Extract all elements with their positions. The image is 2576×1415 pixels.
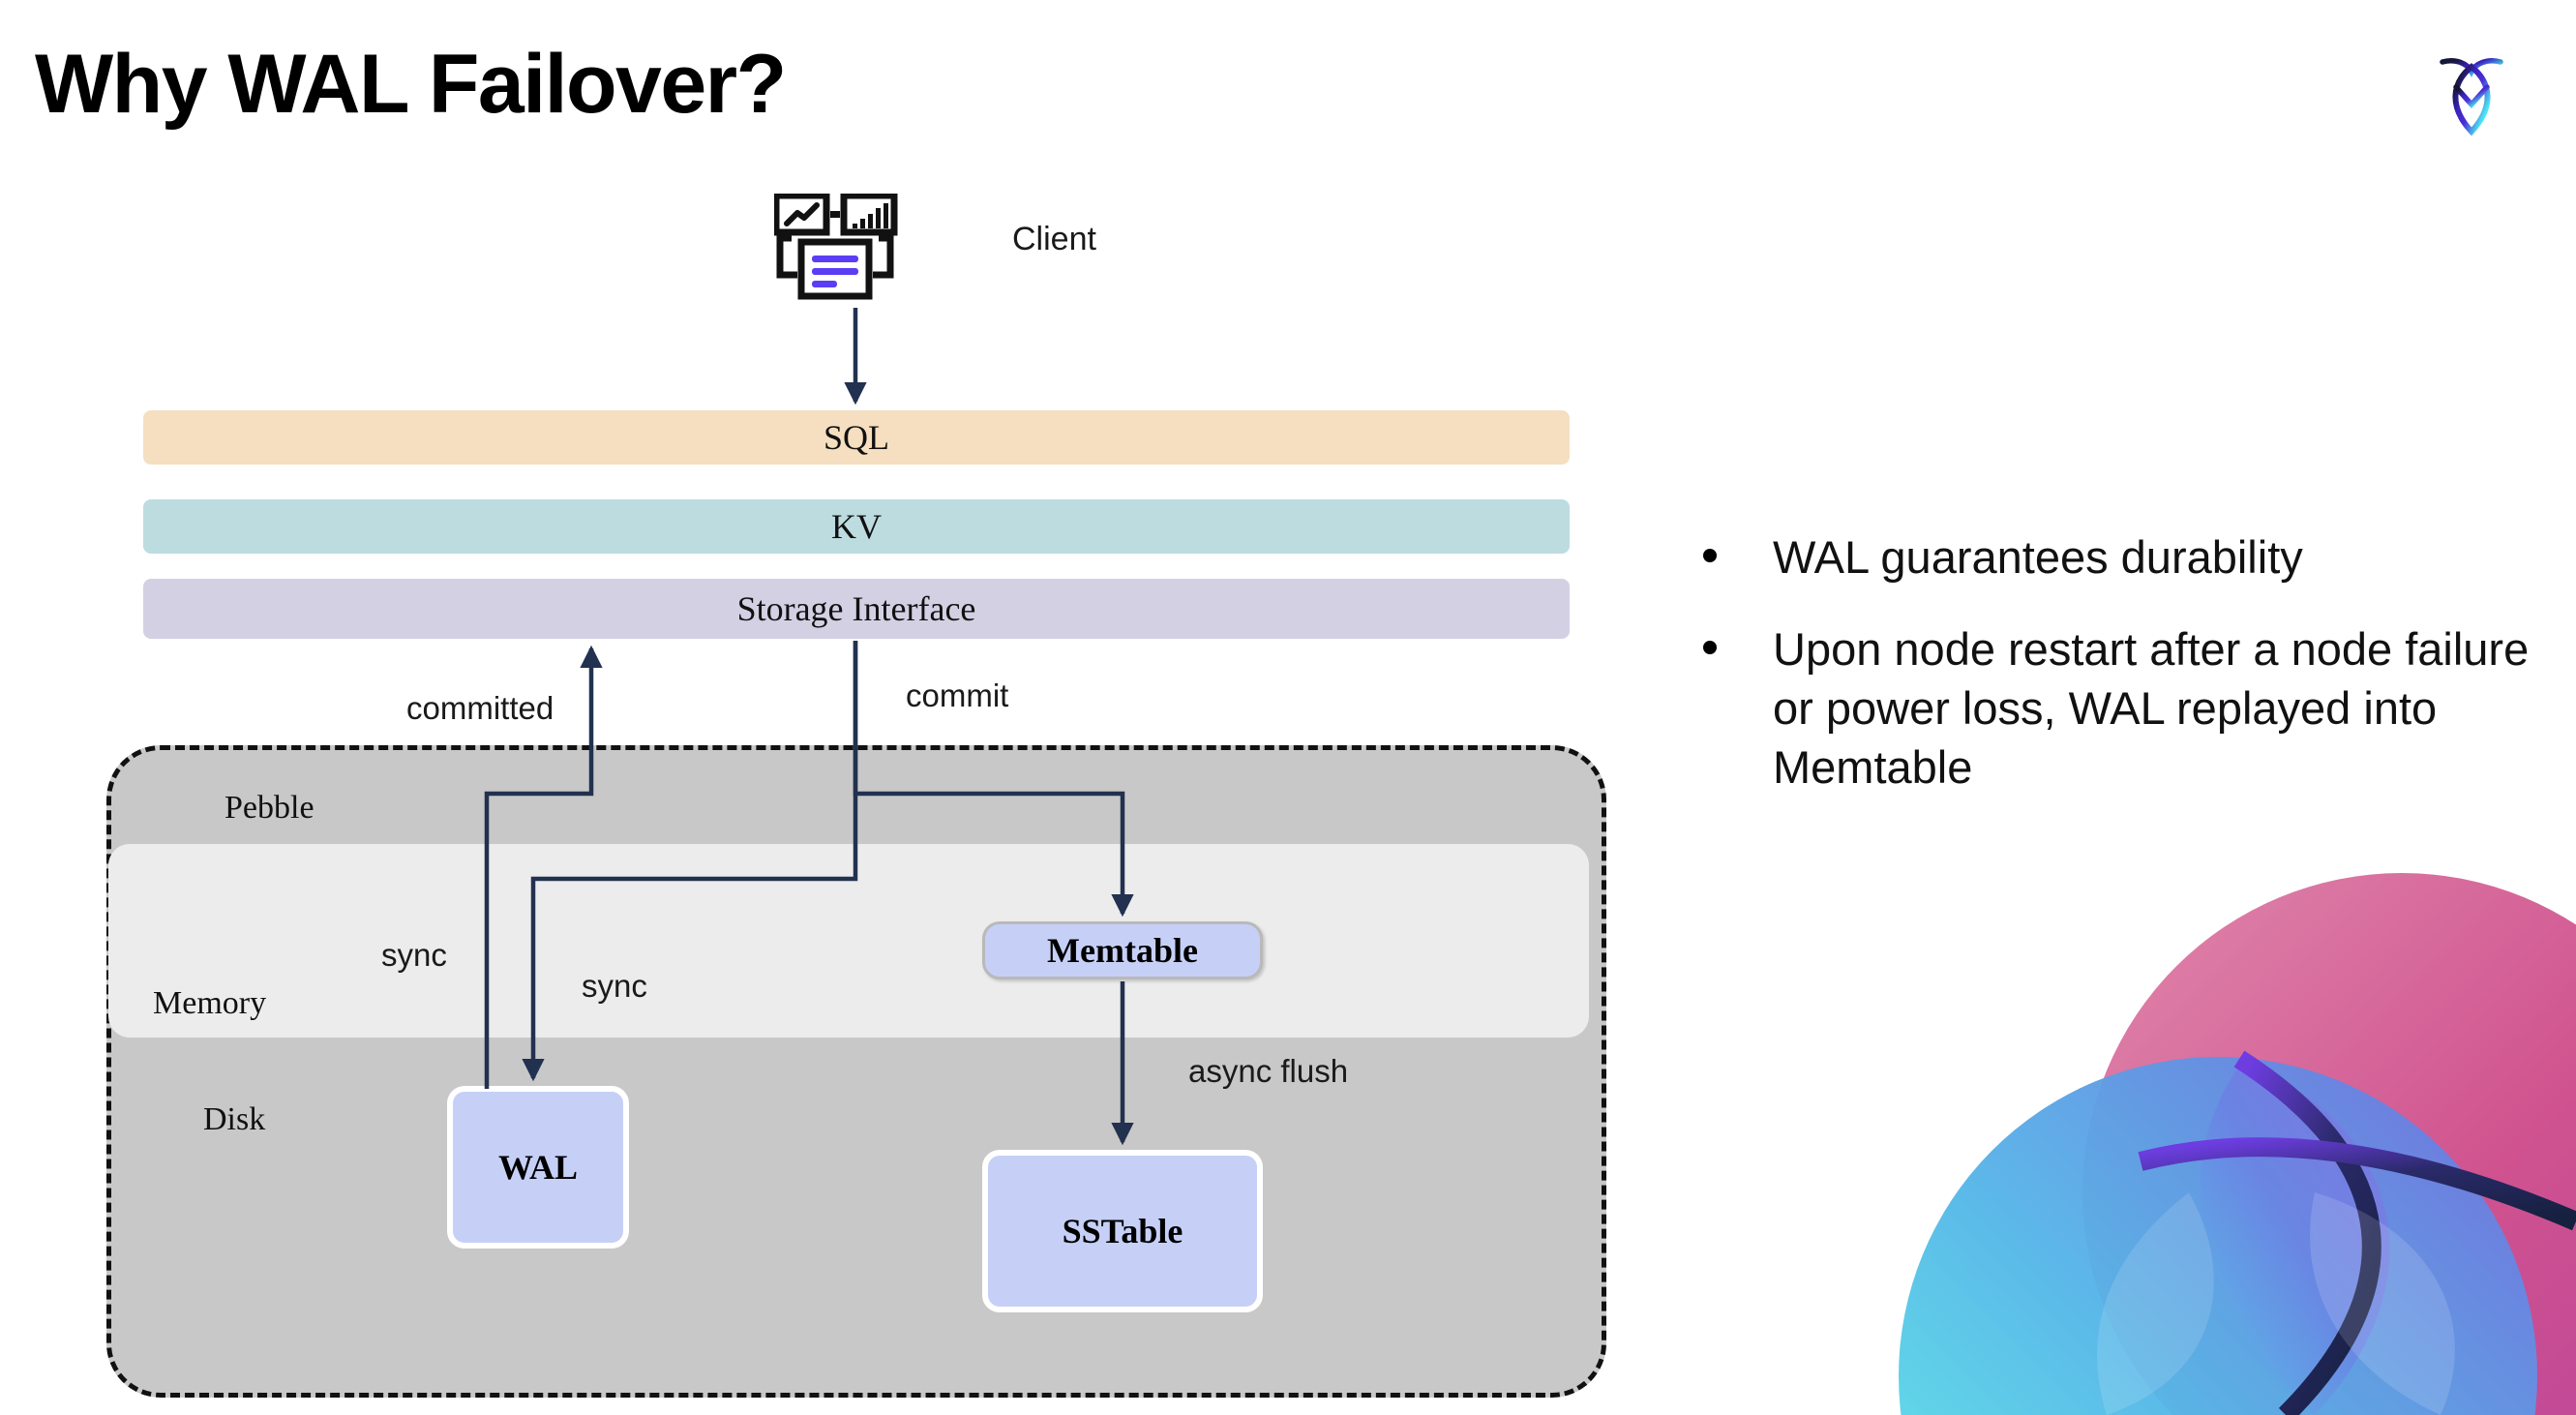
memory-region — [108, 844, 1589, 1038]
layer-bar-storage-interface: Storage Interface — [143, 579, 1570, 639]
edge-label-sync-left: sync — [381, 937, 447, 973]
client-label: Client — [1012, 221, 1096, 257]
bullet-dot-icon — [1703, 549, 1717, 562]
pebble-label: Pebble — [225, 790, 315, 826]
bullet-dot-icon — [1703, 641, 1717, 655]
memory-label: Memory — [153, 985, 267, 1021]
bullet-text: Upon node restart after a node failure o… — [1773, 623, 2530, 794]
list-item: Upon node restart after a node failure o… — [1703, 619, 2555, 797]
sstable-box: SSTable — [982, 1150, 1263, 1312]
client-dashboard-icon — [772, 192, 929, 310]
edge-label-sync-right: sync — [582, 968, 647, 1004]
page-title: Why WAL Failover? — [35, 38, 787, 131]
layer-bar-sql: SQL — [143, 410, 1570, 465]
edge-label-async-flush: async flush — [1188, 1053, 1349, 1089]
list-item: WAL guarantees durability — [1703, 527, 2555, 587]
cockroachdb-logo — [2417, 37, 2526, 145]
memtable-box: Memtable — [982, 921, 1263, 979]
edge-label-commit: commit — [906, 677, 1009, 713]
disk-label: Disk — [203, 1101, 266, 1137]
layer-bar-kv: KV — [143, 499, 1570, 554]
edge-label-committed: committed — [406, 690, 554, 726]
bullet-list: WAL guarantees durability Upon node rest… — [1703, 527, 2555, 829]
wal-box: WAL — [447, 1086, 629, 1249]
bullet-text: WAL guarantees durability — [1773, 531, 2303, 583]
gradient-circles-decoration — [1899, 873, 2576, 1415]
